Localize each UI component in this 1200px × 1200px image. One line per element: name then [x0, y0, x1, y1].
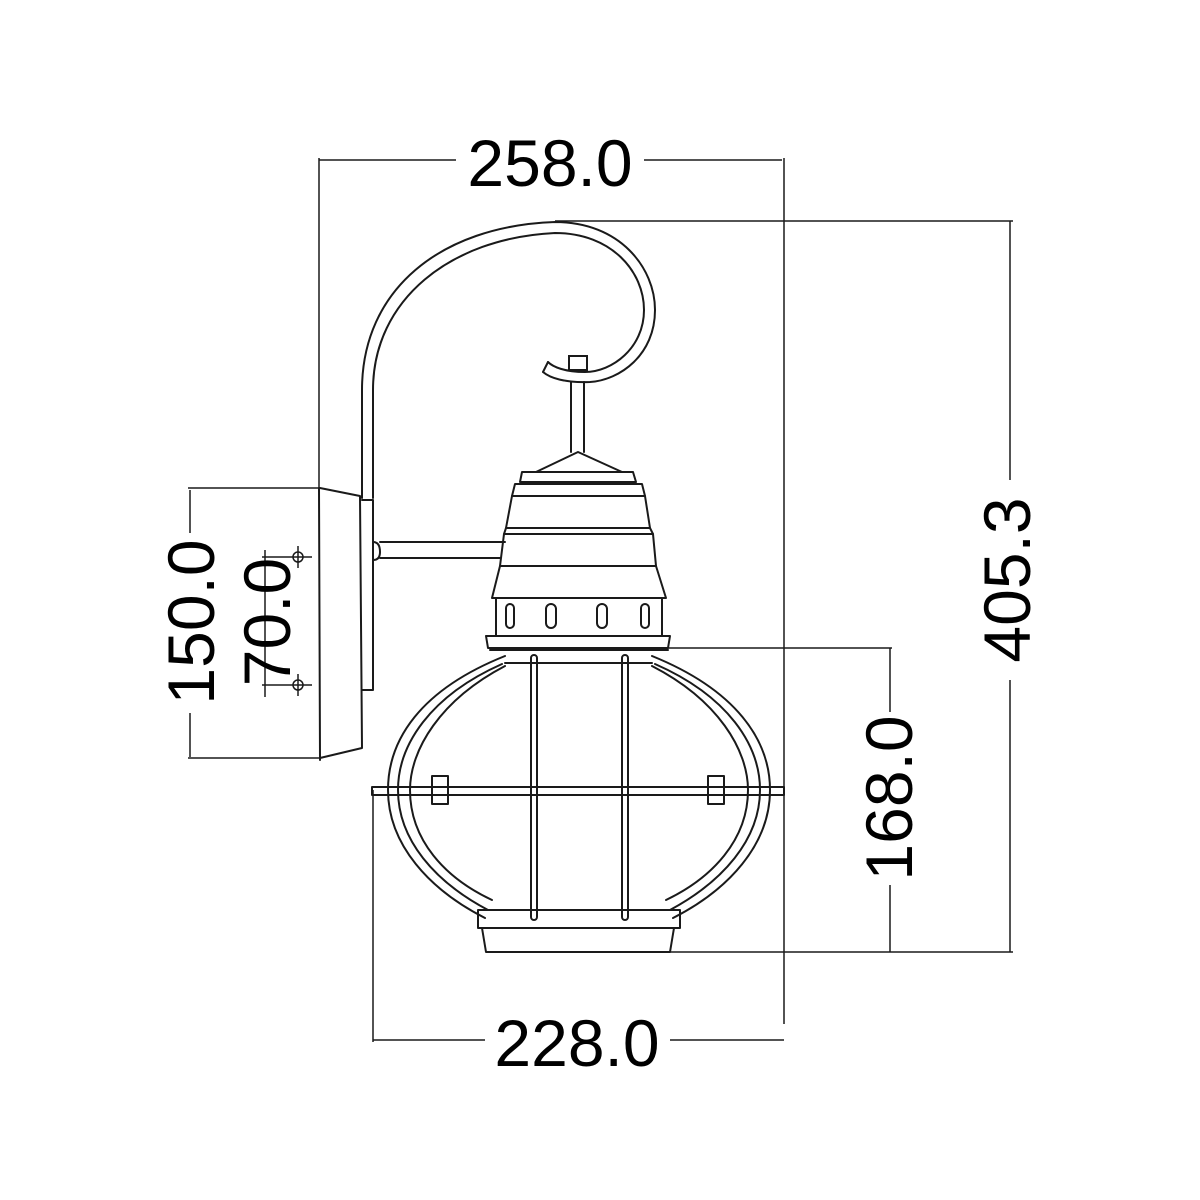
backplate-height-label: 150.0 — [154, 539, 228, 704]
support-rod — [372, 541, 506, 561]
scroll-arm — [361, 221, 656, 499]
backplate-height-dimension: 150.0 — [154, 487, 320, 759]
vent-band — [485, 597, 671, 651]
hanging-rod — [568, 355, 588, 453]
overall-height-label: 405.3 — [970, 497, 1044, 662]
mounting-hole-dimension: 70.0 — [230, 546, 312, 697]
mounting-hole-label: 70.0 — [230, 558, 304, 686]
lantern-cap — [491, 451, 667, 599]
globe-height-label: 168.0 — [852, 715, 926, 880]
wall-backplate — [318, 487, 374, 761]
lantern-width-label: 228.0 — [494, 1006, 659, 1080]
lantern-width-dimension: 228.0 — [372, 790, 784, 1080]
overall-height-dimension: 405.3 — [555, 220, 1044, 953]
overall-width-dimension: 258.0 — [318, 126, 785, 1024]
overall-width-label: 258.0 — [467, 126, 632, 200]
globe-cage — [371, 654, 785, 921]
lantern-base — [477, 909, 681, 953]
globe-height-dimension: 168.0 — [668, 647, 926, 952]
